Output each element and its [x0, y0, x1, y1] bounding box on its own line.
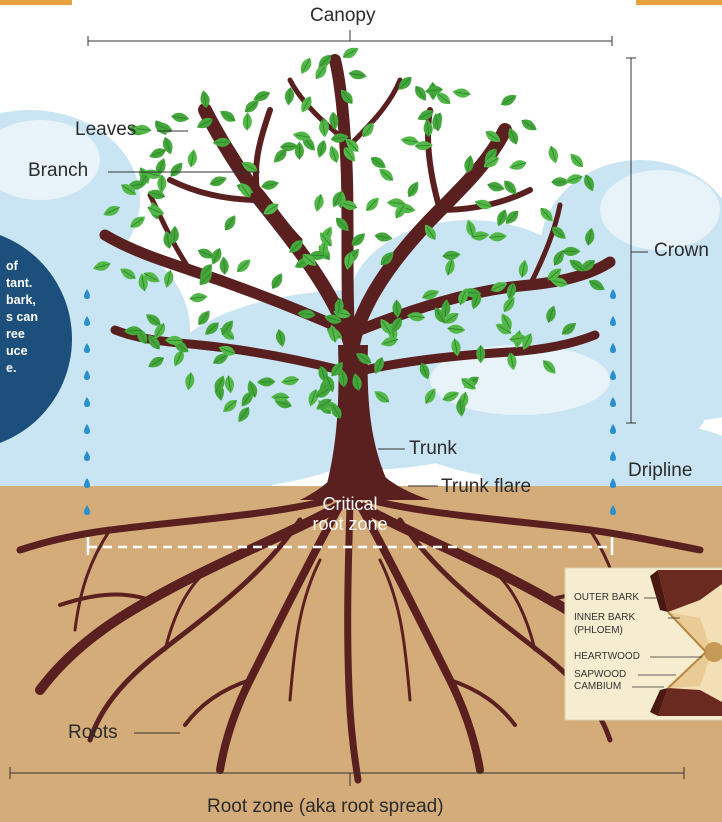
callout-line: bark,	[6, 293, 36, 307]
callout-line: uce	[6, 344, 28, 358]
leaves-label: Leaves	[75, 119, 137, 140]
critical-root-zone-label: Critical root zone	[300, 494, 400, 534]
branch-label: Branch	[28, 160, 89, 181]
critical-root-zone-line-1: Critical	[322, 494, 378, 514]
dripline-drops	[84, 289, 616, 515]
callout-line: tant.	[6, 276, 33, 290]
bark-layer-cambium: CAMBIUM	[574, 681, 622, 692]
trunk-flare-label: Trunk flare	[441, 476, 532, 497]
callout-line: ree	[6, 327, 25, 341]
roots-label: Roots	[68, 722, 118, 743]
roots-graphic	[16, 495, 704, 784]
callout-line: s can	[6, 310, 38, 324]
bark-layer-sapwood: SAPWOOD	[574, 669, 627, 680]
bark-cross-section	[564, 567, 722, 721]
crown-label: Crown	[654, 240, 709, 261]
bark-layer-outer-bark: OUTER BARK	[574, 592, 640, 603]
trunk-label: Trunk	[409, 438, 457, 459]
callout-line: of	[6, 259, 18, 273]
bark-layer-heartwood: HEARTWOOD	[574, 651, 640, 662]
canopy-label: Canopy	[310, 5, 376, 26]
bark-leader-lines	[632, 597, 702, 688]
measurement-lines	[9, 30, 685, 786]
critical-root-zone-boundary	[86, 537, 614, 555]
leaves-graphic	[92, 47, 605, 423]
bark-layer-inner-bark: INNER BARK	[574, 612, 636, 623]
callout-line: e.	[6, 361, 17, 375]
dripline-label: Dripline	[628, 460, 693, 481]
root-zone-label: Root zone (aka root spread)	[207, 796, 444, 817]
critical-root-zone-line-2: root zone	[312, 514, 388, 534]
bark-layer-phloem: (PHLOEM)	[574, 625, 623, 636]
